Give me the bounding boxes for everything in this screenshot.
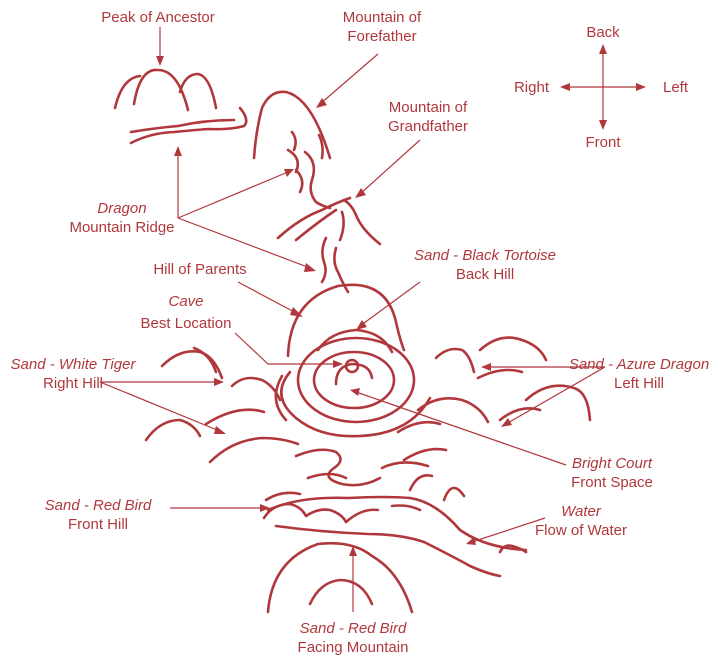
compass-arrowhead-down bbox=[599, 120, 607, 130]
label-dragon-line1: Dragon bbox=[97, 200, 146, 217]
label-red-bird-facing-line2: Facing Mountain bbox=[298, 639, 409, 656]
label-red-bird-front-line1: Sand - Red Bird bbox=[45, 497, 152, 514]
mountain-of-grandfather-drawing bbox=[278, 198, 380, 244]
label-water-line1: Water bbox=[561, 503, 602, 520]
compass-arrowhead-left bbox=[560, 83, 570, 91]
compass-right-label: Right bbox=[514, 79, 550, 96]
label-cave-line1: Cave bbox=[168, 293, 203, 310]
label-mountain-forefather-line1: Mountain of bbox=[343, 9, 422, 26]
white-tiger-hills-drawing bbox=[146, 348, 298, 462]
label-bright-court-line2: Front Space bbox=[571, 474, 653, 491]
label-cave-line2: Best Location bbox=[141, 315, 232, 332]
bright-court-drawing bbox=[296, 450, 464, 500]
compass-arrowhead-up bbox=[599, 44, 607, 54]
compass-arrowhead-right bbox=[636, 83, 646, 91]
compass-front-label: Front bbox=[585, 134, 621, 151]
compass: Back Front Right Left bbox=[514, 24, 689, 151]
peak-of-ancestor-drawing bbox=[115, 70, 246, 143]
cave-rings-drawing bbox=[276, 338, 430, 436]
mountain-of-forefather-drawing bbox=[254, 92, 330, 208]
label-mountain-forefather-line2: Forefather bbox=[347, 28, 416, 45]
label-azure-dragon-line2: Left Hill bbox=[614, 375, 664, 392]
label-red-bird-front-line2: Front Hill bbox=[68, 516, 128, 533]
compass-back-label: Back bbox=[586, 24, 620, 41]
label-peak-of-ancestor: Peak of Ancestor bbox=[101, 9, 214, 26]
label-water-line2: Flow of Water bbox=[535, 522, 627, 539]
label-red-bird-facing-line1: Sand - Red Bird bbox=[300, 620, 407, 637]
label-mountain-grandfather-line1: Mountain of bbox=[389, 99, 468, 116]
compass-left-label: Left bbox=[663, 79, 689, 96]
label-dragon-line2: Mountain Ridge bbox=[69, 219, 174, 236]
terrain-lines bbox=[115, 70, 590, 612]
label-black-tortoise-line2: Back Hill bbox=[456, 266, 514, 283]
label-white-tiger-line1: Sand - White Tiger bbox=[11, 356, 137, 373]
label-azure-dragon-line1: Sand - Azure Dragon bbox=[569, 356, 709, 373]
azure-dragon-hills-drawing bbox=[398, 338, 590, 460]
label-hill-of-parents: Hill of Parents bbox=[153, 261, 246, 278]
label-white-tiger-line2: Right Hill bbox=[43, 375, 103, 392]
red-bird-facing-mountain-drawing bbox=[268, 543, 412, 612]
label-mountain-grandfather-line2: Grandfather bbox=[388, 118, 468, 135]
label-bright-court-line1: Bright Court bbox=[572, 455, 653, 472]
label-black-tortoise-line1: Sand - Black Tortoise bbox=[414, 247, 556, 264]
